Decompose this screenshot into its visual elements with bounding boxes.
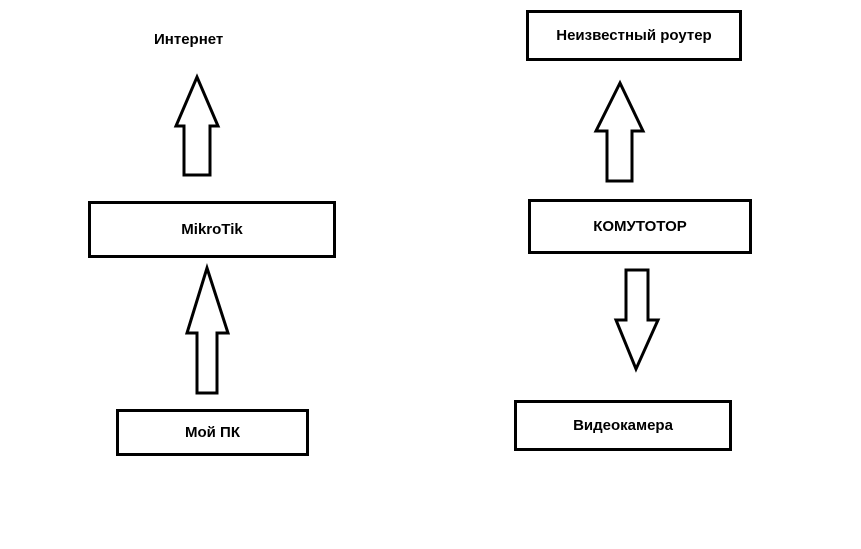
unknown-router-node: Неизвестный роутер <box>526 10 742 61</box>
internet-label: Интернет <box>154 31 224 48</box>
switch-node: КОМУТОТОР <box>528 199 752 254</box>
my-pc-node-label: Мой ПК <box>185 424 240 441</box>
arrow-switch-to-camera <box>613 268 661 373</box>
arrow-switch-to-router <box>593 79 646 183</box>
mikrotik-node: MikroTik <box>88 201 336 258</box>
unknown-router-node-label: Неизвестный роутер <box>556 27 712 44</box>
mikrotik-node-label: MikroTik <box>181 221 243 238</box>
video-camera-node: Видеокамера <box>514 400 732 451</box>
switch-node-label: КОМУТОТОР <box>593 218 687 235</box>
arrow-mikrotik-to-internet <box>173 73 221 177</box>
arrow-pc-to-mikrotik <box>184 263 231 395</box>
video-camera-node-label: Видеокамера <box>573 417 673 434</box>
my-pc-node: Мой ПК <box>116 409 309 456</box>
